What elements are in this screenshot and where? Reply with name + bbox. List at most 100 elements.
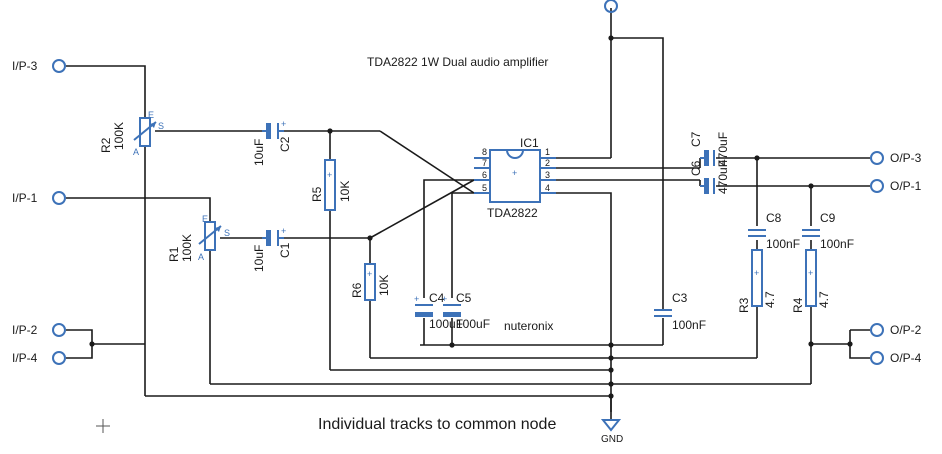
r1-ref: R1	[167, 246, 181, 262]
resistor-r5[interactable]: + R5 10K	[310, 159, 352, 211]
watermark: nuteronix	[504, 319, 553, 333]
ic-pin-5: 5	[482, 183, 487, 193]
op3-connector[interactable]	[870, 151, 884, 165]
c3-value: 100nF	[672, 318, 706, 332]
cap-c2[interactable]: + 10uF C2	[252, 119, 292, 166]
junction	[608, 35, 614, 41]
r3-ref: R3	[737, 297, 751, 313]
op4-connector[interactable]	[870, 351, 884, 365]
ip4-connector[interactable]	[52, 351, 66, 365]
op1-connector[interactable]	[870, 179, 884, 193]
c5-ref: C5	[456, 291, 472, 305]
junction	[89, 341, 95, 347]
ip2-connector[interactable]	[52, 323, 66, 337]
op4-label: O/P-4	[890, 351, 922, 365]
svg-text:+: +	[754, 268, 759, 278]
junction	[608, 367, 614, 373]
r1-value: 100K	[180, 234, 194, 262]
resistor-r6[interactable]: + R6 10K	[350, 263, 391, 301]
svg-text:+: +	[414, 294, 419, 304]
svg-text:S: S	[158, 121, 164, 131]
r6-ref: R6	[350, 282, 364, 298]
junction	[449, 342, 455, 348]
cap-c3[interactable]: C3 100nF	[654, 291, 706, 332]
gnd-label: GND	[601, 434, 623, 445]
ic-pin-6: 6	[482, 170, 487, 180]
r2-value: 100K	[112, 122, 126, 150]
ic-ref: IC1	[520, 136, 539, 150]
r3-value: 4.7	[763, 291, 777, 308]
ports: I/P-3 I/P-1 I/P-2 I/P-4 O/P-3 O/P-1 O/P-…	[12, 0, 922, 365]
wires	[66, 8, 870, 420]
svg-text:+: +	[367, 269, 372, 279]
junction	[754, 155, 760, 161]
c1-value: 10uF	[252, 245, 266, 272]
r4-value: 4.7	[817, 291, 831, 308]
c5-value: 100uF	[456, 317, 490, 331]
ic-tda2822[interactable]: + 8 7 6 5 1 2 3 4 IC1 TDA2822	[474, 136, 556, 220]
c4-value: 100uF	[429, 317, 463, 331]
cap-c9[interactable]: C9 100nF	[802, 211, 854, 251]
svg-text:E: E	[148, 110, 154, 120]
op2-connector[interactable]	[870, 323, 884, 337]
ic-pin-3: 3	[545, 170, 550, 180]
pot-r2[interactable]: E A S R2 100K	[99, 110, 164, 157]
cap-c5[interactable]: + C5 100uF	[442, 291, 490, 331]
resistor-r4[interactable]: + R4 4.7	[791, 249, 831, 313]
op1-label: O/P-1	[890, 179, 922, 193]
c3-ref: C3	[672, 291, 688, 305]
pot-r1[interactable]: E A S R1 100K	[167, 214, 230, 262]
svg-text:+: +	[442, 294, 447, 304]
svg-text:+: +	[281, 119, 286, 129]
svg-text:+: +	[512, 168, 517, 178]
r5-value: 10K	[338, 181, 352, 202]
c6-value: 470uF	[716, 160, 730, 194]
c4-ref: C4	[429, 291, 445, 305]
cap-c6[interactable]: C6 470uF	[689, 160, 730, 194]
ip3-label: I/P-3	[12, 59, 38, 73]
cap-c8[interactable]: C8 100nF	[748, 211, 800, 251]
schematic-title: TDA2822 1W Dual audio amplifier	[367, 55, 548, 69]
crosshair-icon	[96, 419, 110, 433]
cap-c1[interactable]: + 10uF C1	[252, 226, 292, 272]
vcc-connector[interactable]	[604, 0, 618, 13]
r5-ref: R5	[310, 186, 324, 202]
ip2-label: I/P-2	[12, 323, 38, 337]
junction	[327, 128, 333, 134]
junction	[367, 235, 373, 241]
ic-pin-2: 2	[545, 158, 550, 168]
svg-text:A: A	[198, 252, 204, 262]
c2-value: 10uF	[252, 139, 266, 166]
r4-ref: R4	[791, 297, 805, 313]
svg-text:E: E	[202, 214, 208, 224]
c2-ref: C2	[278, 136, 292, 152]
junction	[608, 342, 614, 348]
caption: Individual tracks to common node	[318, 416, 556, 433]
ip1-connector[interactable]	[52, 191, 66, 205]
cap-c7[interactable]: C7 470uF	[689, 131, 730, 166]
c6-ref: C6	[689, 160, 703, 176]
junction	[608, 381, 614, 387]
svg-text:+: +	[281, 226, 286, 236]
resistor-r3[interactable]: + R3 4.7	[737, 249, 777, 313]
svg-text:+: +	[327, 170, 332, 180]
op3-label: O/P-3	[890, 151, 922, 165]
ic-pin-1: 1	[545, 147, 550, 157]
ic-pin-8: 8	[482, 147, 487, 157]
ground-symbol: GND	[600, 419, 623, 445]
c9-ref: C9	[820, 211, 836, 225]
junction	[808, 183, 814, 189]
r6-value: 10K	[377, 275, 391, 296]
ip3-connector[interactable]	[52, 59, 66, 73]
c1-ref: C1	[278, 242, 292, 258]
svg-text:A: A	[133, 147, 139, 157]
ip1-label: I/P-1	[12, 191, 38, 205]
c9-value: 100nF	[820, 237, 854, 251]
junction	[847, 341, 853, 347]
c8-ref: C8	[766, 211, 782, 225]
ic-pin-7: 7	[482, 158, 487, 168]
cap-c4[interactable]: + C4 100uF	[414, 291, 463, 331]
svg-text:S: S	[224, 228, 230, 238]
